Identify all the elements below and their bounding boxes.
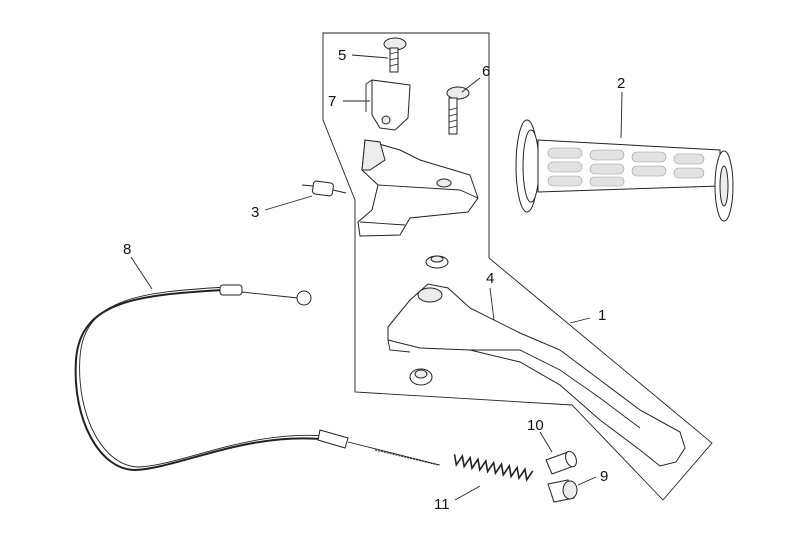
switch-part-3 — [301, 180, 347, 197]
callout-label-5: 5 — [338, 47, 346, 64]
callout-label-11: 11 — [434, 496, 450, 513]
bushing-part — [425, 255, 449, 269]
callout-label-6: 6 — [482, 63, 490, 80]
lever-bracket — [357, 139, 479, 237]
screw-part-5 — [383, 37, 407, 73]
callout-label-4: 4 — [486, 270, 494, 287]
callout-label-9: 9 — [600, 468, 608, 485]
callout-label-8: 8 — [123, 241, 131, 258]
adjuster-part-10 — [545, 450, 577, 475]
clutch-lever-part — [387, 283, 686, 467]
adjuster-part-9 — [547, 479, 578, 503]
clutch-cable-part — [74, 284, 441, 472]
callout-label-2: 2 — [617, 75, 625, 92]
callout-label-3: 3 — [251, 204, 259, 221]
callout-label-1: 1 — [598, 307, 606, 324]
nut-part — [409, 368, 433, 386]
screw-part-6 — [446, 86, 470, 135]
clamp-part-7 — [365, 79, 411, 131]
grip-part — [515, 119, 734, 222]
spring-part-11 — [453, 453, 534, 482]
leader-lines — [130, 54, 623, 501]
callout-label-10: 10 — [527, 417, 544, 434]
callout-label-7: 7 — [328, 93, 336, 110]
assembly-boundary-outline — [322, 32, 713, 501]
